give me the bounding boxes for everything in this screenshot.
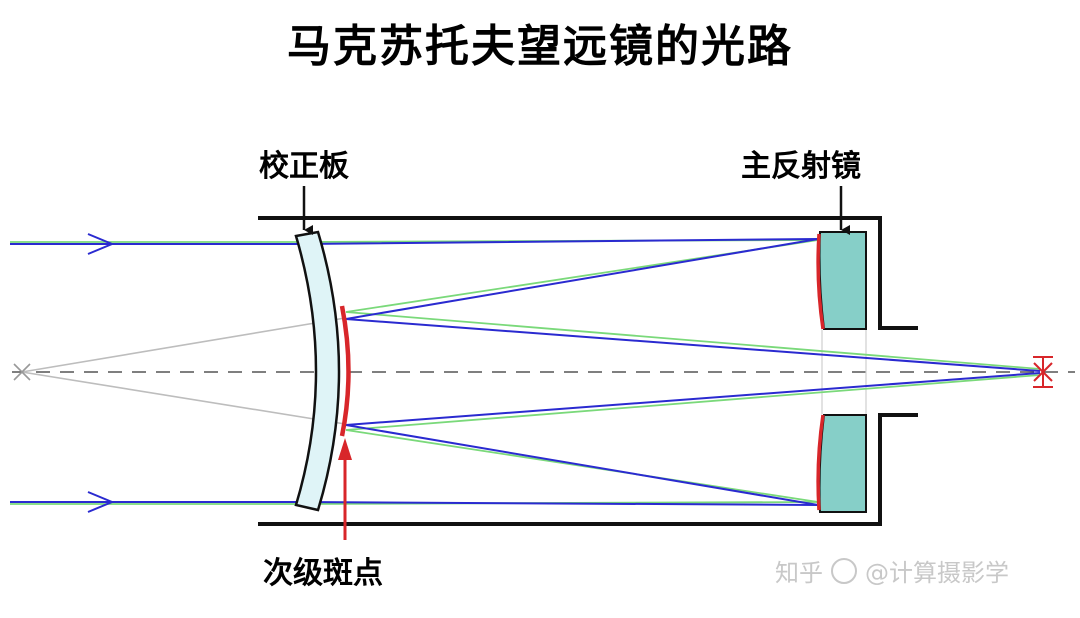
virtual-focus-mark: [13, 363, 31, 381]
spot-pointer-arrow: [338, 438, 352, 540]
primary-mirror-lower: [818, 414, 867, 513]
corrector-plate: [294, 230, 341, 512]
virtual-image-lines: [21, 317, 346, 425]
primary-mirror-surface-lower: [816, 414, 825, 511]
secondary-spot: [339, 305, 351, 437]
watermark-site: 知乎: [775, 559, 823, 587]
watermark-logo-icon: [831, 557, 857, 584]
incoming-ray-arrows: [87, 233, 115, 513]
focal-point-mark: [1033, 356, 1053, 388]
corrector-plate-label: 校正板: [259, 149, 349, 184]
tube-top-wall: [258, 216, 918, 330]
primary-mirror-surface-upper: [816, 233, 825, 330]
primary-mirror-upper: [818, 231, 867, 330]
mirror-hole-guides: [821, 330, 867, 414]
secondary-spot-label: 次级斑点: [263, 556, 383, 591]
primary-mirror: [816, 231, 867, 513]
diagram-title: 马克苏托夫望远镜的光路: [287, 21, 793, 72]
watermark: 知乎 @计算摄影学: [775, 553, 1009, 588]
telescope-tube: [258, 216, 918, 526]
watermark-account: @计算摄影学: [865, 559, 1009, 587]
tube-bottom-wall: [258, 413, 918, 526]
primary-mirror-label: 主反射镜: [741, 149, 861, 184]
